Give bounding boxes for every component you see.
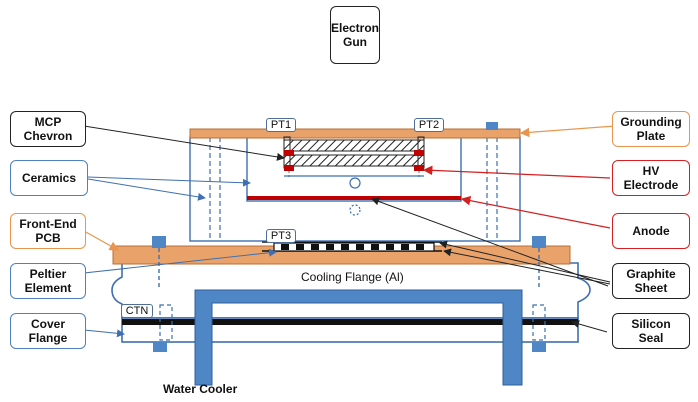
grounding-plate-label: Grounding Plate [612, 111, 690, 147]
screw-right-bottom [532, 342, 546, 352]
leader-silicon [571, 320, 608, 333]
peltier-cells [281, 244, 424, 250]
mcp-chevron-label: MCP Chevron [10, 111, 86, 147]
peltier-cell [326, 244, 334, 250]
peltier-cell [371, 244, 379, 250]
water-cooler [194, 289, 523, 386]
peltier-cell [386, 244, 394, 250]
leader-graphite-b [443, 248, 611, 285]
leader-peltier [83, 248, 277, 274]
electron-gun-label: Electron Gun [330, 6, 380, 64]
peltier-cell [311, 244, 319, 250]
pt1-tag: PT1 [266, 118, 296, 132]
hv-contact-right-top [414, 150, 424, 156]
screw-left-top [152, 236, 166, 248]
leader-ceramics-b [87, 178, 206, 201]
bolt-right [532, 304, 546, 341]
hv-contact-right-bottom [414, 165, 424, 171]
peltier-element [273, 242, 435, 252]
leader-grounding [519, 125, 616, 138]
leader-ceramics-a [87, 176, 251, 187]
ctn-tag: CTN [121, 304, 153, 318]
grounding-screw-right [486, 122, 498, 130]
leader-pcb [83, 230, 120, 251]
peltier-element-label: Peltier Element [10, 263, 86, 299]
pt2-tag: PT2 [414, 118, 444, 132]
screw-right-top [532, 236, 546, 248]
cooling-flange-text: Cooling Flange (Al) [301, 270, 404, 284]
ceramics-label: Ceramics [10, 160, 88, 196]
viewport-circle-dashed [349, 204, 361, 216]
cover-flange-label: Cover Flange [10, 313, 86, 349]
peltier-cell [416, 244, 424, 250]
leader-anode [460, 195, 611, 229]
front-end-pcb-label: Front-End PCB [10, 213, 86, 249]
pt3-tag: PT3 [266, 229, 296, 243]
hv-electrode-label: HV Electrode [612, 160, 690, 196]
water-cooler-text: Water Cooler [163, 382, 238, 396]
screw-left-bottom [153, 342, 167, 352]
peltier-cell [401, 244, 409, 250]
silicon-seal [122, 319, 578, 325]
graphite-sheet-label: Graphite Sheet [612, 263, 690, 299]
anode-label: Anode [612, 213, 690, 249]
leader-mcp [83, 125, 285, 161]
leader-graphite-a [439, 240, 611, 283]
leader-cover [83, 329, 125, 338]
leader-hv [422, 165, 611, 179]
bolt-left [159, 304, 173, 341]
mcp-plate-top [283, 139, 425, 152]
grounding-plate [189, 128, 521, 139]
hv-contact-left-top [284, 150, 294, 156]
peltier-cell [281, 244, 289, 250]
viewport-circle [349, 177, 361, 189]
anode [247, 196, 461, 200]
leader-graphite-c [371, 197, 609, 287]
peltier-cell [296, 244, 304, 250]
silicon-seal-label: Silicon Seal [612, 313, 690, 349]
mcp-plate-bottom [283, 154, 425, 167]
hv-contact-left-bottom [284, 165, 294, 171]
peltier-cell [341, 244, 349, 250]
peltier-cell [356, 244, 364, 250]
